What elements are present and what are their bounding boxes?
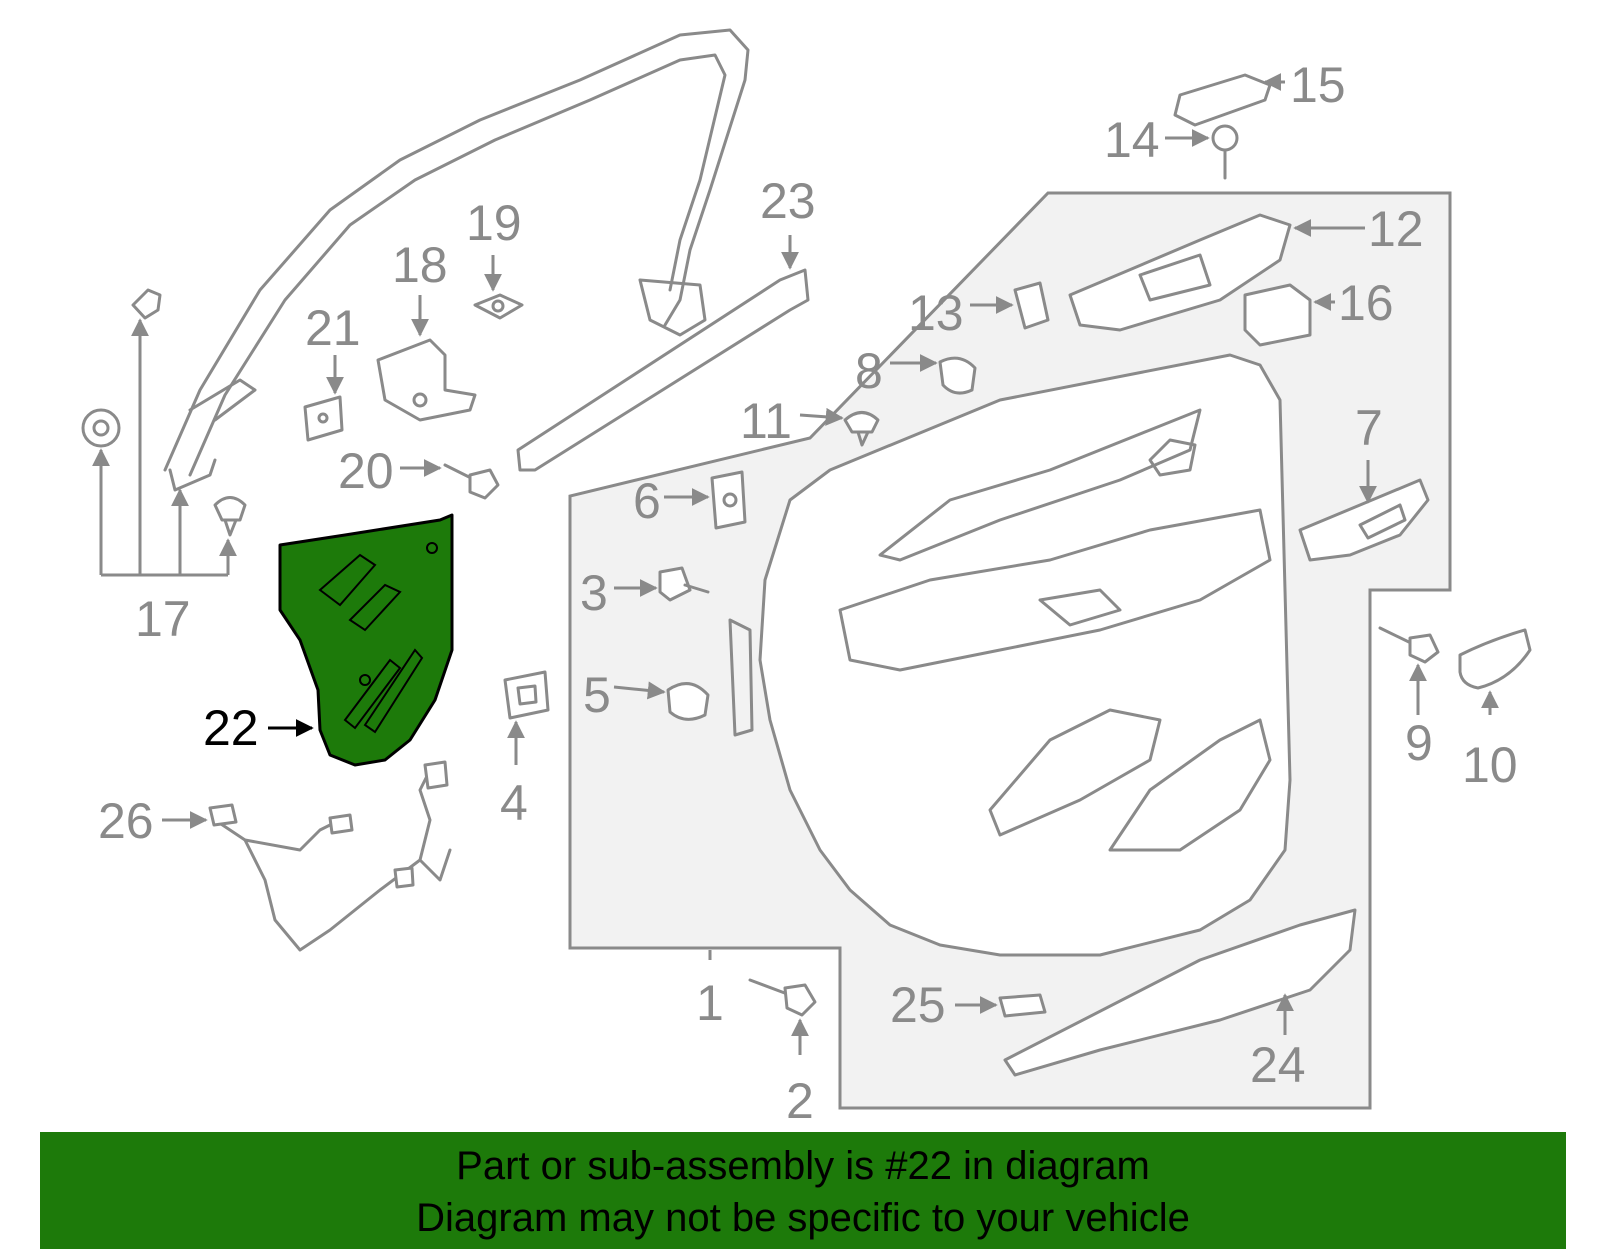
callout-2: 2 <box>786 1073 814 1129</box>
wiring-harness-26 <box>208 760 452 952</box>
banner-line-disclaimer: Diagram may not be specific to your vehi… <box>416 1196 1190 1240</box>
callout-9: 9 <box>1405 715 1433 771</box>
pushpin-17c <box>213 496 247 537</box>
screw-3 <box>658 566 710 602</box>
bolt-9 <box>1378 626 1440 664</box>
clip-4 <box>503 670 550 720</box>
callout-8: 8 <box>855 343 883 399</box>
handle-bezel-15 <box>1173 73 1272 127</box>
grommet-17b <box>81 408 121 448</box>
clip-21 <box>303 395 344 442</box>
callout-22: 22 <box>203 700 259 756</box>
callout-18: 18 <box>392 237 448 293</box>
cover-10 <box>1458 628 1532 690</box>
clip-17a <box>131 288 162 320</box>
clip-6 <box>710 470 747 530</box>
bolt-2 <box>748 978 817 1017</box>
door-trim-panel <box>728 353 1292 957</box>
callout-14: 14 <box>1104 112 1160 168</box>
callout-10: 10 <box>1462 737 1518 793</box>
screw-14 <box>1211 124 1239 180</box>
callout-3: 3 <box>580 565 608 621</box>
parts-diagram: 1 2 3 4 5 6 7 8 9 10 11 12 13 14 15 16 1… <box>81 28 1532 1129</box>
bumper-8 <box>938 356 977 395</box>
bolt-20 <box>443 463 500 500</box>
callout-12: 12 <box>1368 201 1424 257</box>
clip-13 <box>1013 281 1050 330</box>
callout-4: 4 <box>500 775 528 831</box>
belt-molding <box>516 268 810 472</box>
callout-26: 26 <box>98 793 154 849</box>
callout-23: 23 <box>760 173 816 229</box>
callout-7: 7 <box>1355 400 1383 456</box>
bumper-5 <box>666 682 710 721</box>
highlighted-part-22-water-deflector[interactable] <box>278 513 454 767</box>
switch-16 <box>1243 283 1312 347</box>
callout-20: 20 <box>338 443 394 499</box>
callout-21: 21 <box>305 300 361 356</box>
pushpin-11 <box>843 411 880 447</box>
callout-6: 6 <box>633 473 661 529</box>
callout-11: 11 <box>740 393 792 449</box>
callout-1: 1 <box>696 975 724 1031</box>
callout-24: 24 <box>1250 1037 1306 1093</box>
callout-13: 13 <box>908 285 964 341</box>
leader-lines <box>92 73 1499 1055</box>
callout-17: 17 <box>135 591 191 647</box>
callout-5: 5 <box>583 667 611 723</box>
window-frame-molding <box>163 28 750 492</box>
armrest-12 <box>1068 213 1292 332</box>
info-banner: Part or sub-assembly is #22 in diagram D… <box>40 1132 1566 1249</box>
callout-25: 25 <box>890 977 946 1033</box>
applique-24 <box>1003 908 1357 1077</box>
callout-16: 16 <box>1338 275 1394 331</box>
nut-19 <box>473 293 524 320</box>
bracket-18 <box>376 338 477 422</box>
banner-line-part-number: Part or sub-assembly is #22 in diagram <box>456 1144 1150 1188</box>
callout-15: 15 <box>1290 57 1346 113</box>
clip-25 <box>998 993 1047 1018</box>
callout-19: 19 <box>466 195 522 251</box>
